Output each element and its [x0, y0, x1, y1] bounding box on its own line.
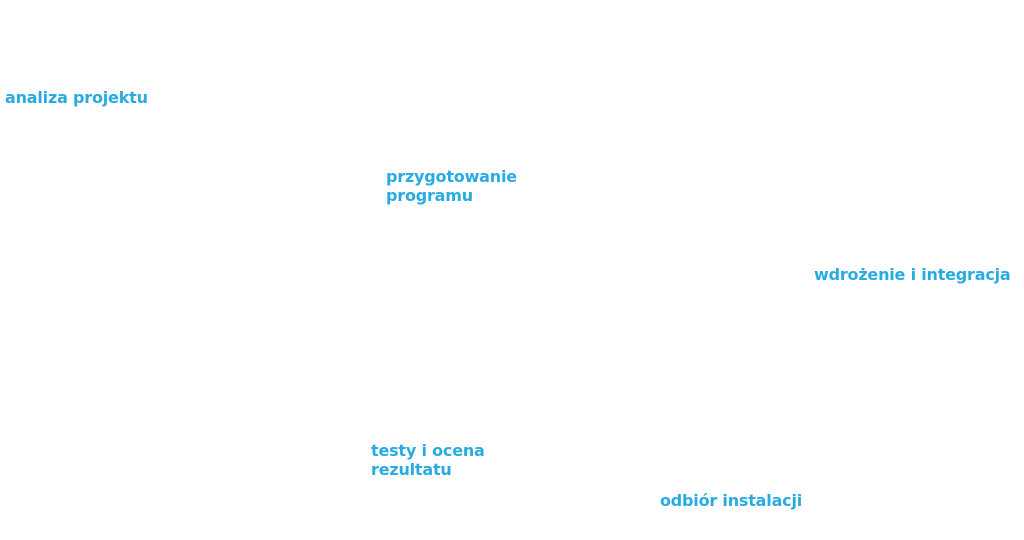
step-label-line: programu [386, 186, 473, 205]
step-label-line: testy i ocena [371, 441, 485, 460]
step-wdrozenie-i-integracja: wdrożenie i integracja [814, 265, 1011, 284]
step-przygotowanie-programu: przygotowanie programu [386, 167, 517, 205]
step-analiza-projektu: analiza projektu [5, 88, 148, 107]
step-label-line: wdrożenie i integracja [814, 265, 1011, 284]
step-label-line: analiza projektu [5, 88, 148, 107]
step-testy-i-ocena-rezultatu: testy i ocena rezultatu [371, 441, 485, 479]
step-label-line: przygotowanie [386, 167, 517, 186]
step-label-line: odbiór instalacji [660, 491, 803, 510]
step-label-line: rezultatu [371, 460, 452, 479]
step-odbior-instalacji: odbiór instalacji [660, 491, 802, 510]
